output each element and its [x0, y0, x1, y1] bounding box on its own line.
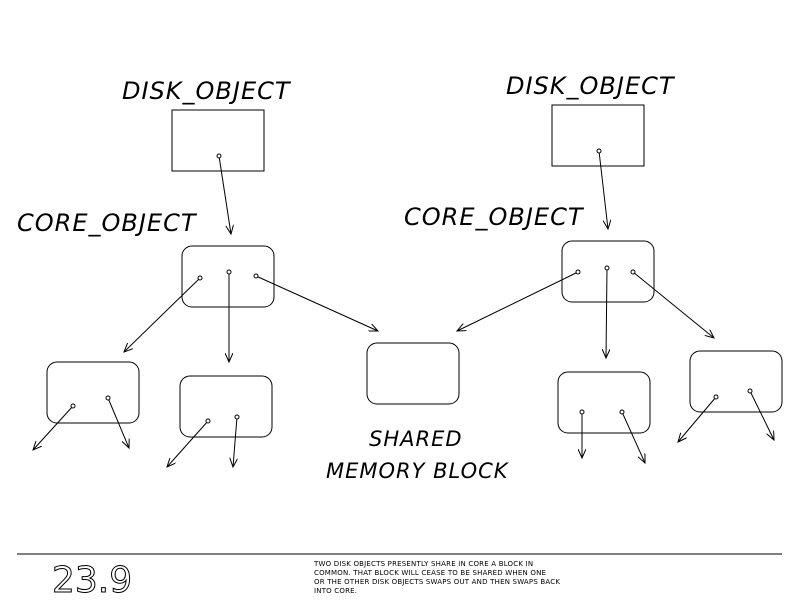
pointer-origin: [226, 269, 232, 275]
pointer-core-left-to-shared: [255, 275, 378, 331]
pointer-disk-to-core-right: [598, 150, 608, 229]
pointer-origin: [630, 269, 636, 275]
pointer-origin: [619, 409, 625, 415]
pointer-origin: [747, 388, 753, 394]
pointer-origin: [575, 269, 581, 275]
pointer-child-r2-b: [749, 390, 774, 440]
pointer-origin: [234, 414, 240, 420]
pointer-core-right-to-shared: [457, 271, 579, 331]
pointer-child-r1-b: [621, 411, 645, 463]
pointer-disk-to-core-left: [218, 155, 231, 234]
pointer-origin: [205, 418, 211, 424]
shared-label: SHARED: [369, 427, 463, 451]
pointer-child-l1-b: [107, 397, 129, 448]
shared-memory-block: [366, 342, 460, 405]
pointer-origin: [713, 394, 719, 400]
core-object-label-right: CORE_OBJECT: [404, 203, 585, 231]
disk-object-box-right: [551, 104, 645, 167]
pointer-origin: [105, 395, 111, 401]
disk-object-label-right: DISK_OBJECT: [506, 72, 676, 100]
child-block-right-1: [557, 371, 651, 434]
pointer-origin: [604, 265, 610, 271]
disk-object-label-left: DISK_OBJECT: [122, 77, 292, 105]
pointer-origin: [197, 275, 203, 281]
disk-object-box-left: [171, 109, 265, 172]
figure-number: 23.9: [52, 560, 132, 601]
pointer-child-l2-b: [233, 416, 237, 467]
child-block-left-1: [46, 361, 140, 424]
caption-line-2: COMMON. THAT BLOCK WILL CEASE TO BE SHAR…: [314, 569, 546, 577]
caption-line-1: TWO DISK OBJECTS PRESENTLY SHARE IN CORE…: [313, 560, 533, 568]
pointer-core-right-to-child-2: [632, 271, 714, 338]
caption-line-4: INTO CORE.: [314, 587, 357, 595]
pointer-child-r2-a: [678, 396, 717, 442]
pointer-origin: [70, 403, 76, 409]
pointer-origin: [579, 409, 585, 415]
pointer-core-left-to-child-1: [124, 277, 201, 352]
caption-line-3: OR THE OTHER DISK OBJECTS SWAPS OUT AND …: [314, 578, 560, 586]
child-block-right-2: [689, 350, 783, 413]
core-object-label-left: CORE_OBJECT: [17, 209, 198, 237]
pointer-origin: [253, 273, 259, 279]
pointer-child-l1-a: [33, 405, 74, 450]
core-object-box-right: [561, 240, 655, 303]
pointer-origin: [216, 153, 222, 159]
core-object-box-left: [181, 245, 275, 308]
memory-block-label: MEMORY BLOCK: [326, 459, 510, 483]
pointer-child-l2-a: [167, 420, 209, 467]
pointer-origin: [596, 148, 602, 154]
child-block-left-2: [179, 375, 273, 438]
pointer-core-right-to-child-1: [606, 267, 607, 358]
